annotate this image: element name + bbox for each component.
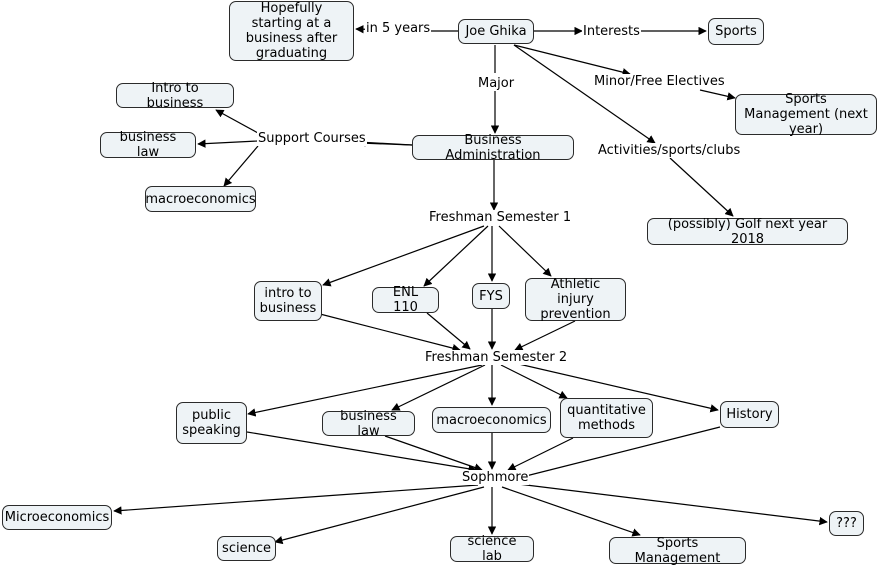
connector-line-35 [113,484,479,515]
node-quantitative-methods[interactable]: quantitative methods [560,398,653,438]
connector-line-6 [513,44,631,77]
connector-line-22 [426,312,471,350]
label-interests: Interests [582,24,641,39]
connector-line-38 [501,486,641,537]
label-freshman-semester-1: Freshman Semester 1 [428,210,573,225]
node-enl-110[interactable]: ENL 110 [372,285,439,315]
connector-line-13 [215,109,259,134]
connector-line-8 [513,44,656,144]
connector-line-17 [322,225,485,287]
node-athletic-injury-prevention[interactable]: Athletic injury prevention [525,277,626,322]
node-intro-to-business-support[interactable]: Intro to business [116,81,234,111]
label-activities-sports-clubs: Activities/sports/clubs [597,143,742,158]
node-fys[interactable]: FYS [472,283,510,309]
node-business-law-support[interactable]: business law [100,130,196,160]
node-public-speaking[interactable]: public speaking [176,402,247,444]
node-science-lab[interactable]: science lab [450,534,534,564]
node-macroeconomics[interactable]: macroeconomics [432,407,551,433]
connector-line-18 [423,225,489,287]
connector-line-15 [223,145,259,187]
label-minor-free-electives: Minor/Free Electives [593,74,726,89]
connector-line-26 [391,364,486,411]
node-science[interactable]: science [217,536,276,561]
connector-line-33 [507,437,574,471]
node-joe-ghika[interactable]: Joe Ghika [458,19,534,44]
label-freshman-semester-2: Freshman Semester 2 [424,350,569,365]
node-sports[interactable]: Sports [708,18,764,45]
label-major: Major [477,76,516,91]
node-macroeconomics-support[interactable]: macroeconomics [145,186,256,212]
connector-line-34 [517,426,721,481]
node-business-law[interactable]: business law [322,409,415,439]
connector-line-36 [274,486,485,545]
connector-line-7 [699,89,736,101]
connector-line-30 [246,431,477,473]
connector-line-21 [319,313,461,353]
node-intro-to-business[interactable]: intro to business [254,281,322,321]
connector-line-29 [509,361,719,413]
label-support-courses: Support Courses [257,131,367,146]
connector-line-28 [500,364,568,399]
connector-line-24 [514,320,576,351]
label-in-5-years: in 5 years [365,21,432,36]
label-sophmore: Sophmore [461,470,530,485]
connector-line-25 [247,364,483,417]
node-hopefully-starting-business[interactable]: Hopefully starting at a business after g… [229,1,354,61]
connector-line-39 [517,483,828,526]
node-sports-management-next-year[interactable]: Sports Management (next year) [735,92,877,137]
connector-line-20 [498,225,552,277]
node-golf[interactable]: (possibly) Golf next year 2018 [647,217,848,247]
connector-line-14 [197,139,259,148]
connector-line-31 [384,435,483,472]
node-microeconomics[interactable]: Microeconomics [2,505,112,530]
node-sports-management[interactable]: Sports Management [609,536,746,566]
connector-line-9 [669,157,734,217]
connector-line-12 [357,138,413,147]
node-business-administration[interactable]: Business Administration [412,133,574,163]
node-question-marks[interactable]: ??? [829,511,864,536]
node-history[interactable]: History [720,401,779,428]
